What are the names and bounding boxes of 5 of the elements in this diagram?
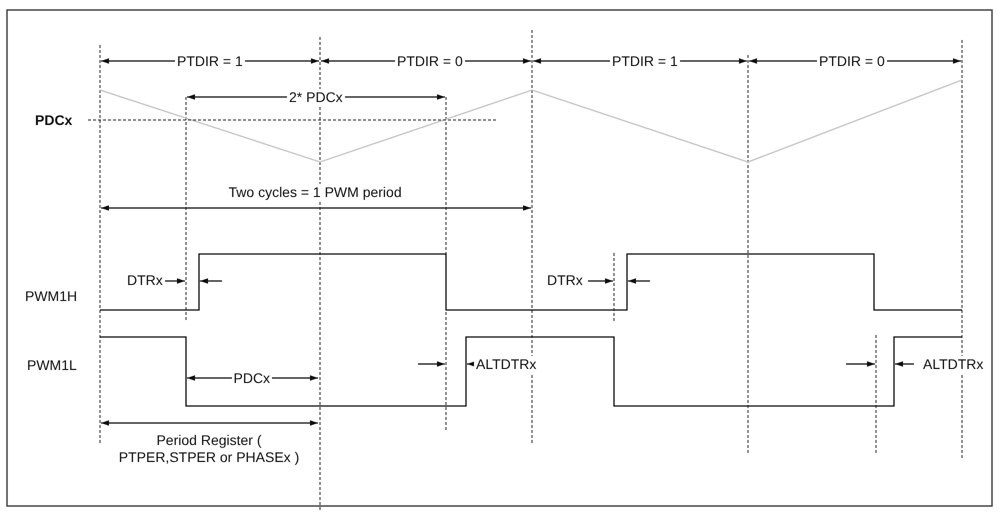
dimension-label: Period Register ( PTPER,STPER or PHASEx ) [118,432,300,466]
dimension-label: ALTDTRx [474,356,538,373]
dimension-label: Two cycles = 1 PWM period [226,184,404,201]
dimension-label: 2* PDCx [287,89,345,106]
dimension-label: ALTDTRx [921,356,986,373]
